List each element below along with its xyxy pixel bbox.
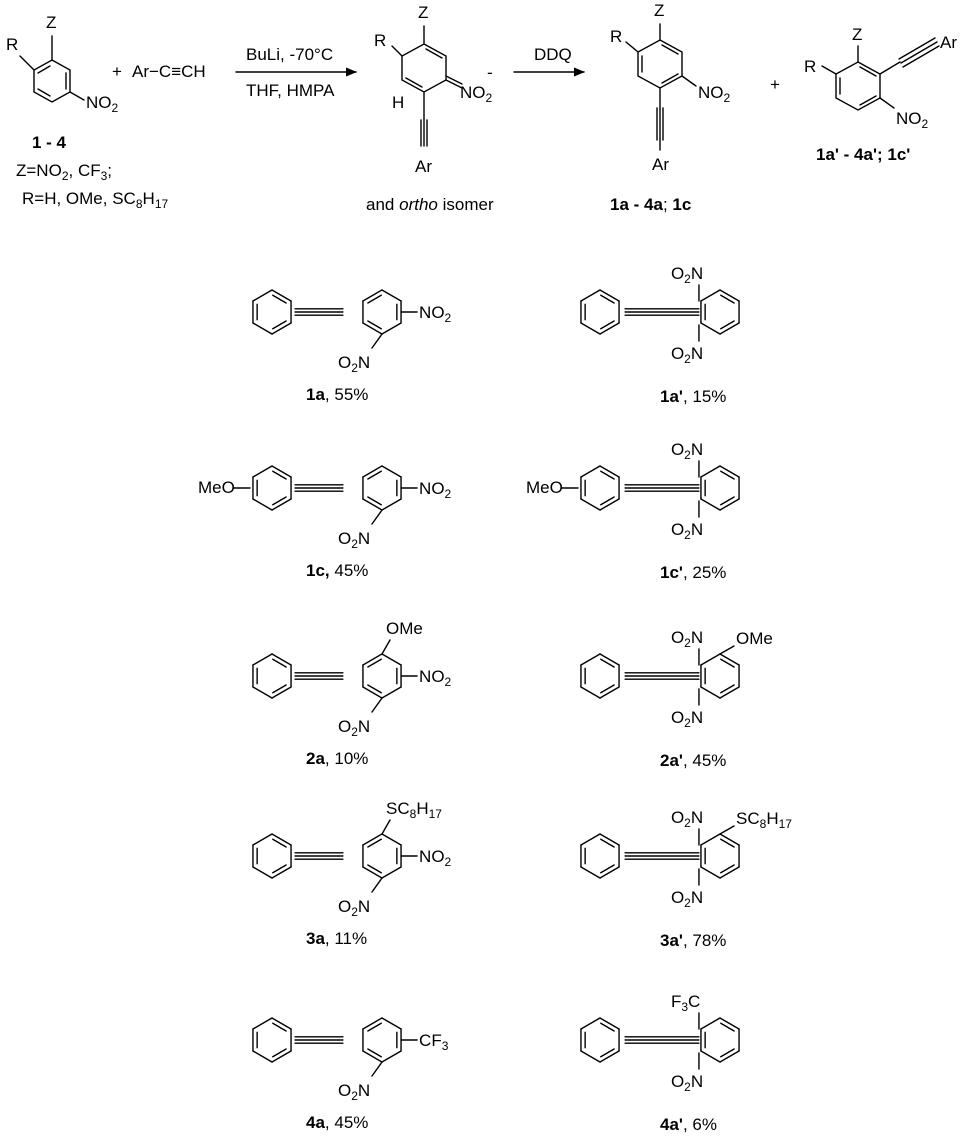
upper-substituent: O2N	[671, 264, 703, 286]
intermediate-adduct: Z R H NO2 - Ar and ortho isomer	[366, 3, 494, 214]
product-z: Z	[654, 1, 664, 20]
intermediate-caption: and ortho isomer	[366, 195, 494, 214]
ortho-label: 1a' - 4a'; 1c'	[816, 145, 910, 164]
methoxy-substituent: MeO	[198, 478, 235, 497]
z-definition: Z=NO2, CF3;	[16, 161, 112, 183]
lower-substituent: O2N	[671, 1072, 703, 1094]
product-nitro: NO2	[698, 83, 731, 105]
start-label: 1 - 4	[32, 133, 67, 152]
product-r: R	[610, 27, 622, 46]
intermediate-z: Z	[418, 3, 428, 22]
compound-8: O2N CF3 4a, 45%	[252, 1017, 449, 1132]
intermediate-nitro: NO2	[460, 83, 493, 105]
start-z: Z	[46, 13, 56, 32]
r-definition: R=H, OMe, SC8H17	[22, 189, 168, 211]
para-substituent: NO2	[419, 667, 452, 689]
compound-9: F3C O2N 4a', 6%	[580, 992, 740, 1134]
compound-label: 2a, 10%	[306, 749, 368, 768]
meta-substituent: SC8H17	[736, 809, 792, 831]
para-substituent: NO2	[419, 303, 452, 325]
para-substituent: NO2	[419, 479, 452, 501]
product-label: 1a - 4a; 1c	[610, 195, 691, 214]
arrow2-reagent: DDQ	[534, 45, 572, 64]
product-para: Z R NO2 Ar 1a - 4a; 1c	[610, 1, 731, 214]
ortho-nitro-group: O2N	[338, 717, 370, 739]
intermediate-ar: Ar	[415, 157, 432, 176]
compound-grid: O2N NO2 1a, 55% O2N O2N 1a', 15% MeO O2N NO2 1c, …	[198, 264, 792, 1134]
start-nitro: NO2	[86, 93, 119, 115]
ortho-r: R	[804, 57, 816, 76]
compound-label: 1a', 15%	[660, 387, 726, 406]
para-substituent: CF3	[419, 1031, 449, 1053]
product-ortho: Z R Ar NO2 1a' - 4a'; 1c'	[804, 25, 957, 164]
arrow1-conditions-bottom: THF, HMPA	[246, 81, 335, 100]
compound-4: O2N NO2 OMe 2a, 10%	[252, 619, 452, 768]
meta-substituent: OMe	[736, 629, 773, 648]
product-ar: Ar	[652, 155, 669, 174]
ortho-nitro-group: O2N	[338, 897, 370, 919]
ortho-nitro-group: O2N	[338, 353, 370, 375]
compound-label: 1c, 45%	[306, 561, 368, 580]
compound-label: 3a, 11%	[306, 929, 367, 948]
upper-substituent: O2N	[671, 628, 703, 650]
plus-sign-2: +	[770, 75, 780, 94]
compound-label: 4a', 6%	[660, 1115, 717, 1134]
methoxy-substituent: MeO	[526, 478, 563, 497]
compound-label: 4a, 45%	[306, 1113, 368, 1132]
compound-label: 1c', 25%	[660, 563, 726, 582]
compound-6: O2N NO2 SC8H17 3a, 11%	[252, 799, 452, 948]
compound-1: O2N O2N 1a', 15%	[580, 264, 740, 406]
compound-5: O2N O2N OMe 2a', 45%	[580, 628, 773, 770]
lower-substituent: O2N	[671, 344, 703, 366]
compound-7: O2N O2N SC8H17 3a', 78%	[580, 808, 792, 950]
lower-substituent: O2N	[671, 888, 703, 910]
upper-substituent: F3C	[671, 992, 700, 1014]
para-substituent: NO2	[419, 847, 452, 869]
arrow1-conditions-top: BuLi, -70°C	[246, 45, 333, 64]
compound-3: MeO O2N O2N 1c', 25%	[526, 440, 740, 582]
compound-0: O2N NO2 1a, 55%	[252, 289, 452, 404]
ortho-z: Z	[852, 25, 862, 44]
ortho-nitro: NO2	[896, 109, 929, 131]
starting-nitroarene: Z R NO2 1 - 4 Z=NO2, CF3; R=H, OMe, SC8H…	[6, 13, 168, 211]
intermediate-r: R	[374, 31, 386, 50]
meta-substituent: OMe	[386, 619, 423, 638]
plus-sign: +	[112, 62, 122, 81]
compound-label: 2a', 45%	[660, 751, 726, 770]
ortho-nitro-group: O2N	[338, 1081, 370, 1103]
alkyne-reagent: Ar−C≡CH	[132, 62, 206, 81]
compound-label: 3a', 78%	[660, 931, 726, 950]
intermediate-charge: -	[487, 63, 493, 82]
upper-substituent: O2N	[671, 808, 703, 830]
intermediate-h: H	[392, 93, 404, 112]
start-r: R	[6, 35, 18, 54]
compound-2: MeO O2N NO2 1c, 45%	[198, 465, 452, 580]
lower-substituent: O2N	[671, 520, 703, 542]
compound-label: 1a, 55%	[306, 385, 368, 404]
lower-substituent: O2N	[671, 708, 703, 730]
upper-substituent: O2N	[671, 440, 703, 462]
meta-substituent: SC8H17	[386, 799, 442, 821]
ortho-nitro-group: O2N	[338, 529, 370, 551]
ortho-ar: Ar	[940, 33, 957, 52]
